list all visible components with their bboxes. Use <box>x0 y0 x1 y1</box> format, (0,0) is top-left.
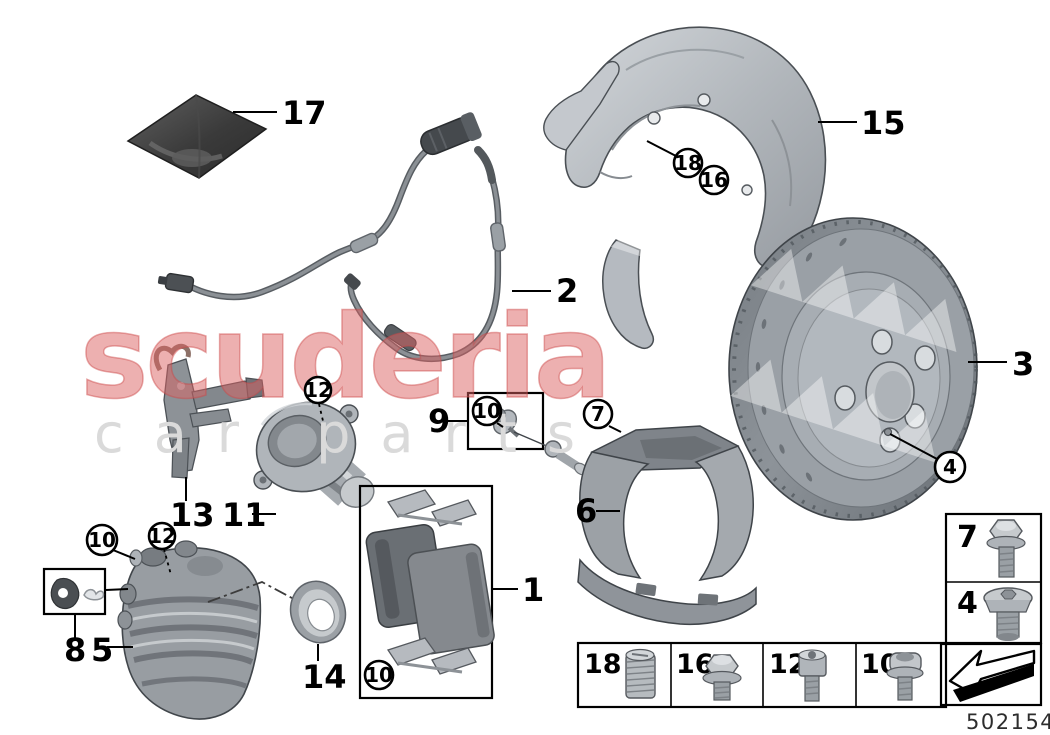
socket-head-screw-icon <box>798 649 827 702</box>
watermark: scuderia car parts <box>79 215 957 465</box>
legend-num-18: 18 <box>584 649 622 680</box>
countersunk-plug-screw-icon <box>983 587 1033 641</box>
legend-num-4: 4 <box>957 586 978 621</box>
callout-circled-10-pads: 10 <box>365 663 393 687</box>
brake-disc-part <box>728 217 978 521</box>
callout-3: 3 <box>1012 345 1034 383</box>
callout-circled-7: 7 <box>591 402 605 426</box>
hardware-row-table <box>576 641 948 709</box>
threaded-insert-icon <box>625 648 656 699</box>
callout-8: 8 <box>64 631 86 669</box>
callout-circled-4: 4 <box>943 455 957 479</box>
watermark-triangle-pattern <box>610 215 957 463</box>
lug-holes <box>834 329 936 453</box>
callout-circled-10-caliper: 10 <box>88 528 116 552</box>
wear-sensor-cable-part <box>157 112 506 362</box>
hex-flange-bolt-icon <box>702 654 742 701</box>
callout-15: 15 <box>861 104 906 142</box>
brake-pad-set <box>358 484 495 700</box>
caliper-carrier-part <box>577 425 757 626</box>
seal-ring-part <box>207 580 347 644</box>
callout-11: 11 <box>222 496 267 534</box>
actuator-motor-part <box>253 401 375 508</box>
callout-circled-10-bleeder: 10 <box>473 399 501 423</box>
callout-17: 17 <box>282 94 327 132</box>
callout-9: 9 <box>428 402 450 440</box>
hardware-legend: 18 16 12 10 <box>576 512 1050 734</box>
callout-14: 14 <box>302 658 347 696</box>
watermark-main-text: scuderia <box>80 291 609 425</box>
parts-artwork <box>42 26 978 720</box>
hex-flange-bolt-long-icon <box>986 519 1026 578</box>
watermark-sub-text: car parts <box>94 402 605 465</box>
torx-flange-bolt-icon <box>886 652 924 701</box>
direction-arrow-icon <box>948 649 1036 702</box>
callout-6: 6 <box>575 492 597 530</box>
bleeder-box <box>466 391 545 451</box>
cable-connector <box>157 272 195 294</box>
disc-face-slots <box>755 237 847 482</box>
arrow-box <box>939 642 1043 707</box>
pads-box <box>358 484 494 700</box>
callout-13: 13 <box>170 496 215 534</box>
callout-2: 2 <box>556 272 578 310</box>
grease-bag-part <box>126 94 268 179</box>
callouts: 17 2 15 3 9 6 1 11 13 8 5 14 18 16 4 <box>64 94 1034 696</box>
doc-number: 502154 <box>966 710 1050 734</box>
callout-circled-16: 16 <box>700 168 728 192</box>
callout-circled-18: 18 <box>674 151 702 175</box>
sensor-head <box>420 112 482 156</box>
callout-1: 1 <box>522 571 544 609</box>
retrofit-kit-box <box>42 567 107 616</box>
callout-circled-12-motor: 12 <box>304 378 332 402</box>
legend-num-7: 7 <box>957 520 978 555</box>
callout-circled-12-caliper: 12 <box>148 524 176 548</box>
brake-caliper-part <box>42 540 262 720</box>
callout-5: 5 <box>91 631 113 669</box>
cable-bracket-part <box>153 343 265 479</box>
